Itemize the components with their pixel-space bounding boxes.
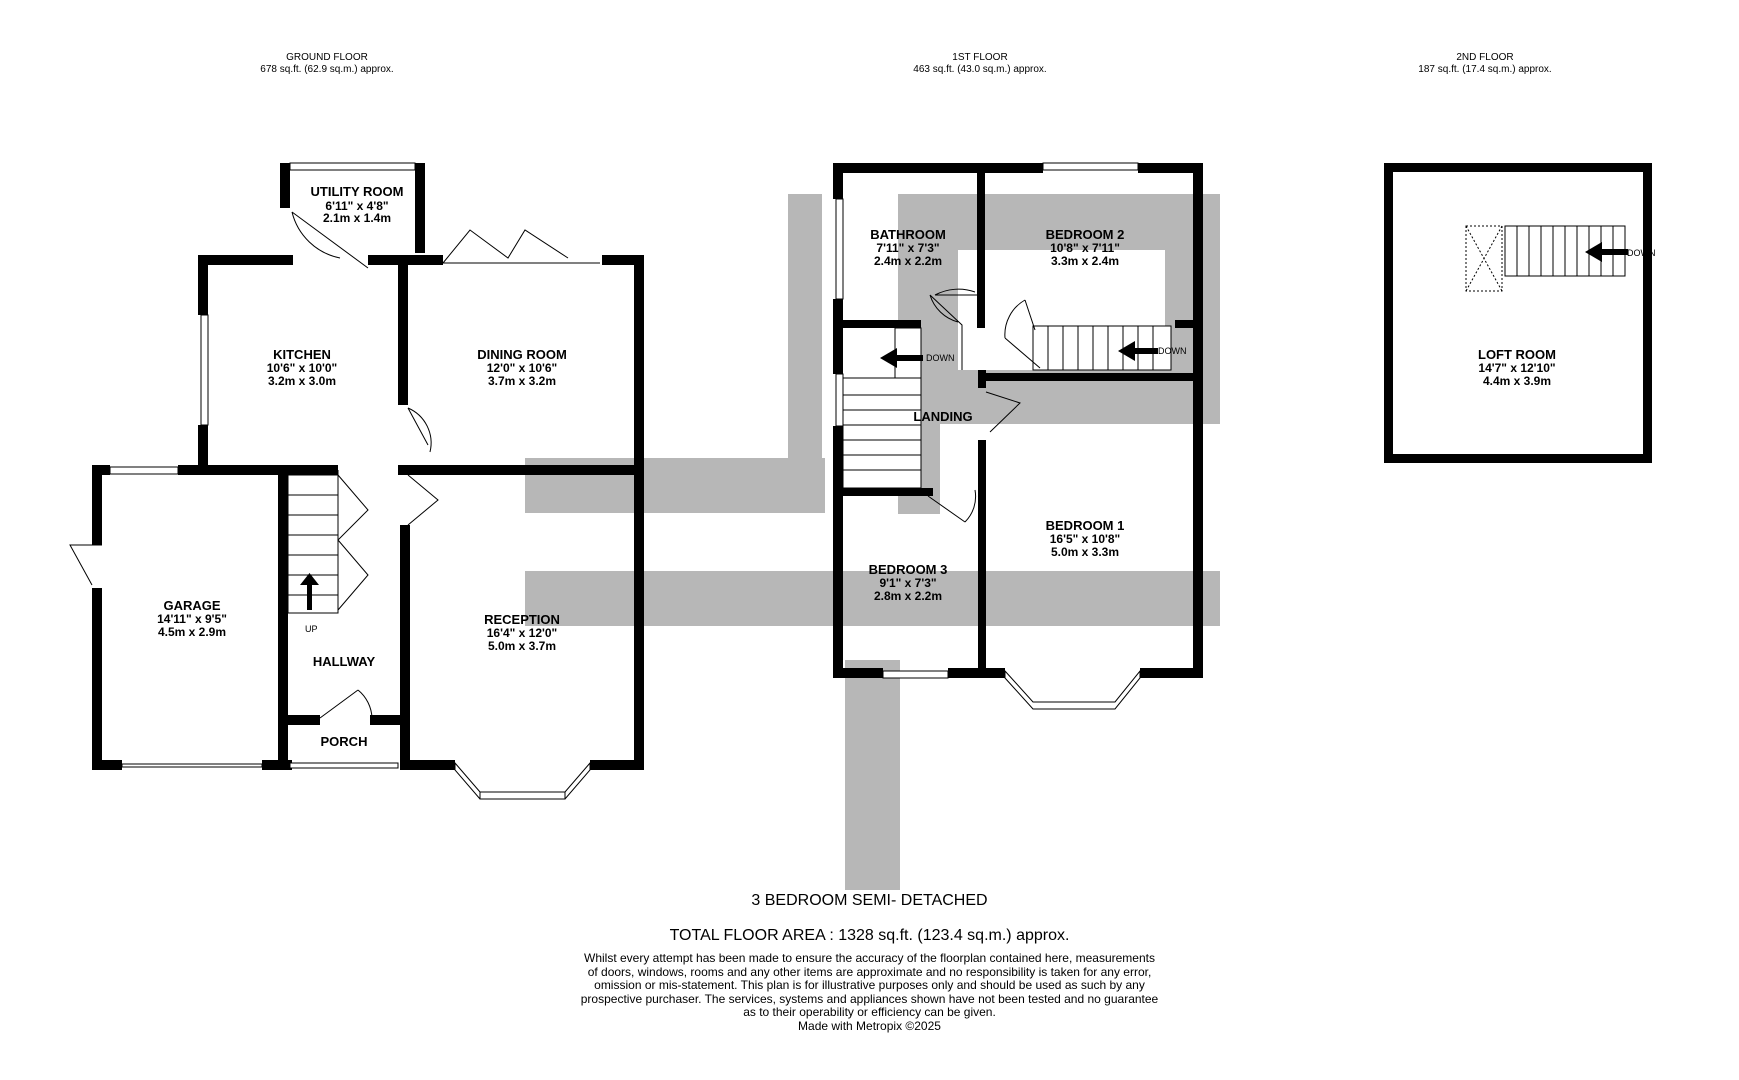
svg-text:678 sq.ft. (62.9 sq.m.) approx: 678 sq.ft. (62.9 sq.m.) approx. [260, 64, 393, 75]
svg-text:2.8m x 2.2m: 2.8m x 2.2m [874, 589, 942, 603]
svg-text:BEDROOM 2: BEDROOM 2 [1046, 227, 1125, 242]
bedroom1-label: BEDROOM 1 16'5" x 10'8" 5.0m x 3.3m [1046, 518, 1125, 559]
svg-text:3.3m x 2.4m: 3.3m x 2.4m [1051, 254, 1119, 268]
reception-label: RECEPTION 16'4" x 12'0" 5.0m x 3.7m [484, 612, 560, 653]
svg-text:LOFT ROOM: LOFT ROOM [1478, 347, 1556, 362]
svg-text:DINING ROOM: DINING ROOM [477, 347, 567, 362]
garage-label: GARAGE 14'11" x 9'5" 4.5m x 2.9m [157, 598, 227, 639]
disclaimer-line: omission or mis-statement. This plan is … [594, 978, 1145, 993]
porch-label: PORCH [321, 734, 368, 749]
svg-text:4.4m x 3.9m: 4.4m x 3.9m [1483, 374, 1551, 388]
disclaimer: Whilst every attempt has been made to en… [0, 951, 1739, 1034]
svg-text:4.5m x 2.9m: 4.5m x 2.9m [158, 625, 226, 639]
landing-label: LANDING [913, 409, 972, 424]
svg-text:BEDROOM 1: BEDROOM 1 [1046, 518, 1125, 533]
credit: Made with Metropix ©2025 [798, 1018, 941, 1033]
svg-text:2ND FLOOR: 2ND FLOOR [1456, 52, 1513, 63]
svg-text:12'0" x 10'6": 12'0" x 10'6" [487, 361, 557, 375]
svg-text:GROUND FLOOR: GROUND FLOOR [286, 52, 368, 63]
kitchen-label: KITCHEN 10'6" x 10'0" 3.2m x 3.0m [267, 347, 337, 388]
dining-room-label: DINING ROOM 12'0" x 10'6" 3.7m x 3.2m [477, 347, 567, 388]
svg-text:3.2m x 3.0m: 3.2m x 3.0m [268, 374, 336, 388]
second-floor-heading: 2ND FLOOR 187 sq.ft. (17.4 sq.m.) approx… [1418, 52, 1551, 75]
disclaimer-line: of doors, windows, rooms and any other i… [587, 964, 1152, 979]
svg-text:BATHROOM: BATHROOM [870, 227, 946, 242]
svg-text:5.0m x 3.7m: 5.0m x 3.7m [488, 639, 556, 653]
disclaimer-line: prospective purchaser. The services, sys… [580, 991, 1159, 1006]
hallway-label: HALLWAY [313, 654, 376, 669]
property-type-title: 3 BEDROOM SEMI- DETACHED [751, 892, 988, 909]
svg-text:3.7m x 3.2m: 3.7m x 3.2m [488, 374, 556, 388]
svg-text:BEDROOM 3: BEDROOM 3 [869, 562, 948, 577]
svg-text:16'5" x 10'8": 16'5" x 10'8" [1050, 532, 1120, 546]
total-floor-area: TOTAL FLOOR AREA : 1328 sq.ft. (123.4 sq… [669, 927, 1070, 944]
svg-text:16'4" x 12'0": 16'4" x 12'0" [487, 626, 557, 640]
ground-stairs: UP [287, 474, 369, 634]
svg-text:10'8" x 7'11": 10'8" x 7'11" [1050, 241, 1120, 255]
svg-text:GARAGE: GARAGE [163, 598, 220, 613]
svg-text:2.1m x 1.4m: 2.1m x 1.4m [323, 211, 391, 225]
second-floor-plan: DOWN LOFT ROOM 14'7" x 12'10" 4.4m x 3.9… [1384, 163, 1656, 463]
bedroom3-label: BEDROOM 3 9'1" x 7'3" 2.8m x 2.2m [869, 562, 948, 603]
loft-room-label: LOFT ROOM 14'7" x 12'10" 4.4m x 3.9m [1478, 347, 1556, 388]
svg-text:14'11" x 9'5": 14'11" x 9'5" [157, 612, 227, 626]
svg-text:10'6" x 10'0": 10'6" x 10'0" [267, 361, 337, 375]
svg-text:7'11" x 7'3": 7'11" x 7'3" [876, 241, 939, 255]
svg-text:RECEPTION: RECEPTION [484, 612, 560, 627]
disclaimer-line: as to their operability or efficiency ca… [743, 1005, 996, 1020]
first-landing-stairs: DOWN [843, 327, 955, 471]
svg-text:2.4m x 2.2m: 2.4m x 2.2m [874, 254, 942, 268]
svg-text:187 sq.ft. (17.4 sq.m.) approx: 187 sq.ft. (17.4 sq.m.) approx. [1418, 64, 1551, 75]
svg-text:9'1" x 7'3": 9'1" x 7'3" [879, 576, 936, 590]
bedroom2-stairs: DOWN [1032, 320, 1193, 371]
svg-text:14'7" x 12'10": 14'7" x 12'10" [1478, 361, 1555, 375]
svg-text:6'11" x 4'8": 6'11" x 4'8" [325, 199, 388, 213]
landing-stairs-down-label: DOWN [926, 353, 955, 363]
ground-floor-heading: GROUND FLOOR 678 sq.ft. (62.9 sq.m.) app… [260, 52, 393, 75]
first-floor-plan: DOWN DOWN BATHROOM 7'11 [833, 162, 1203, 710]
bedroom2-label: BEDROOM 2 10'8" x 7'11" 3.3m x 2.4m [1046, 227, 1125, 268]
svg-text:463 sq.ft. (43.0 sq.m.) approx: 463 sq.ft. (43.0 sq.m.) approx. [913, 64, 1046, 75]
bedroom2-stairs-down-label: DOWN [1158, 346, 1187, 356]
first-floor-heading: 1ST FLOOR 463 sq.ft. (43.0 sq.m.) approx… [913, 52, 1046, 75]
svg-text:5.0m x 3.3m: 5.0m x 3.3m [1051, 545, 1119, 559]
disclaimer-line: Whilst every attempt has been made to en… [584, 951, 1155, 965]
ground-floor-plan: UP UTILITY ROOM 6'11" x 4'8" 2.1m x 1.4m… [69, 162, 644, 800]
svg-text:1ST FLOOR: 1ST FLOOR [952, 52, 1007, 63]
svg-text:UTILITY ROOM: UTILITY ROOM [311, 184, 404, 199]
utility-room-label: UTILITY ROOM 6'11" x 4'8" 2.1m x 1.4m [311, 184, 404, 225]
bathroom-label: BATHROOM 7'11" x 7'3" 2.4m x 2.2m [870, 227, 946, 268]
loft-stairs-down-label: DOWN [1627, 248, 1656, 258]
svg-text:KITCHEN: KITCHEN [273, 347, 331, 362]
loft-stairs: DOWN [1465, 225, 1656, 292]
stairs-up-label: UP [305, 624, 318, 634]
